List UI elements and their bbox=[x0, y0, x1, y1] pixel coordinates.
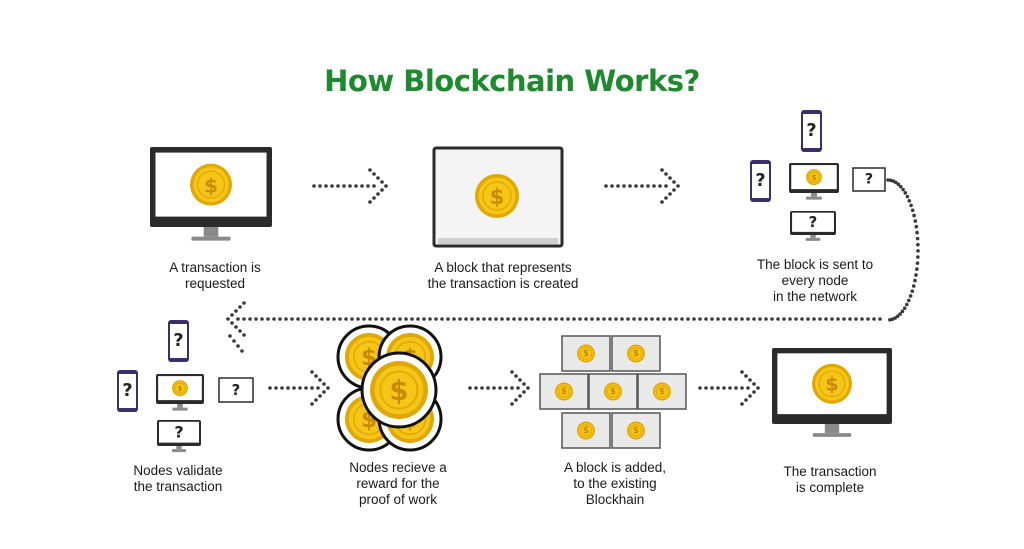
step-4-label: Nodes validate the transaction bbox=[133, 463, 223, 494]
coin-icon: $ bbox=[577, 344, 595, 363]
svg-text:?: ? bbox=[174, 422, 183, 441]
arrow-icon bbox=[604, 168, 680, 204]
question-mark-icon: ? bbox=[809, 213, 818, 231]
svg-text:$: $ bbox=[204, 173, 218, 197]
coin-icon: $ bbox=[577, 421, 595, 440]
svg-text:$: $ bbox=[583, 426, 589, 436]
arrow-icon bbox=[268, 370, 330, 406]
chain-block-icon bbox=[637, 373, 687, 410]
step-3-label: The block is sent to every node in the n… bbox=[756, 257, 874, 304]
question-mark-icon: ? bbox=[852, 167, 886, 192]
return-path-arrow bbox=[226, 178, 920, 353]
coin-icon: $ bbox=[475, 174, 519, 218]
coin-icon: $ bbox=[555, 382, 573, 401]
step-1-label: A transaction is requested bbox=[169, 260, 261, 291]
svg-text:?: ? bbox=[806, 121, 816, 141]
arrow-icon bbox=[468, 370, 530, 406]
coin-icon: $ bbox=[604, 382, 622, 401]
svg-text:$: $ bbox=[633, 426, 639, 436]
chain-block-icon bbox=[539, 373, 589, 410]
svg-text:$: $ bbox=[583, 349, 589, 359]
svg-text:$: $ bbox=[659, 387, 665, 397]
phone-icon: ? bbox=[801, 110, 822, 152]
coin-icon: $ bbox=[627, 344, 645, 363]
page-title: How Blockchain Works? bbox=[324, 64, 700, 98]
svg-text:$: $ bbox=[825, 374, 838, 396]
arrow-icon bbox=[312, 168, 388, 204]
svg-text:$: $ bbox=[561, 387, 567, 397]
svg-text:?: ? bbox=[122, 381, 132, 401]
monitor-icon bbox=[790, 211, 836, 241]
arrow-icon bbox=[698, 370, 760, 406]
phone-icon: ? bbox=[750, 160, 771, 202]
svg-text:$: $ bbox=[811, 173, 816, 182]
svg-text:$: $ bbox=[490, 185, 505, 209]
question-mark-icon: ? bbox=[218, 377, 254, 403]
svg-text:?: ? bbox=[865, 172, 873, 188]
svg-text:?: ? bbox=[809, 213, 818, 231]
svg-text:?: ? bbox=[232, 381, 241, 399]
step-2-label: A block that represents the transaction … bbox=[427, 260, 579, 291]
coin-icon: $ bbox=[172, 380, 188, 397]
svg-text:?: ? bbox=[755, 171, 765, 191]
svg-text:$: $ bbox=[633, 349, 639, 359]
monitor-icon bbox=[157, 420, 201, 453]
step-5-label: Nodes recieve a reward for the proof of … bbox=[349, 460, 447, 507]
coin-icon: $ bbox=[653, 382, 671, 401]
phone-icon: ? bbox=[168, 320, 189, 362]
svg-text:$: $ bbox=[389, 375, 408, 407]
question-mark-icon: ? bbox=[174, 422, 183, 441]
coin-icon: $ bbox=[812, 363, 852, 404]
svg-text:?: ? bbox=[173, 331, 183, 351]
coin-icon: $ bbox=[370, 361, 428, 419]
svg-text:$: $ bbox=[610, 387, 616, 397]
coin-icon: $ bbox=[627, 421, 645, 440]
phone-icon: ? bbox=[117, 370, 138, 412]
step-6-label: A block is added, to the existing Blockh… bbox=[563, 460, 667, 507]
svg-text:$: $ bbox=[177, 384, 182, 393]
coin-icon: $ bbox=[190, 163, 232, 206]
step-7-label: The transaction is complete bbox=[783, 464, 877, 495]
coin-icon: $ bbox=[806, 169, 822, 186]
